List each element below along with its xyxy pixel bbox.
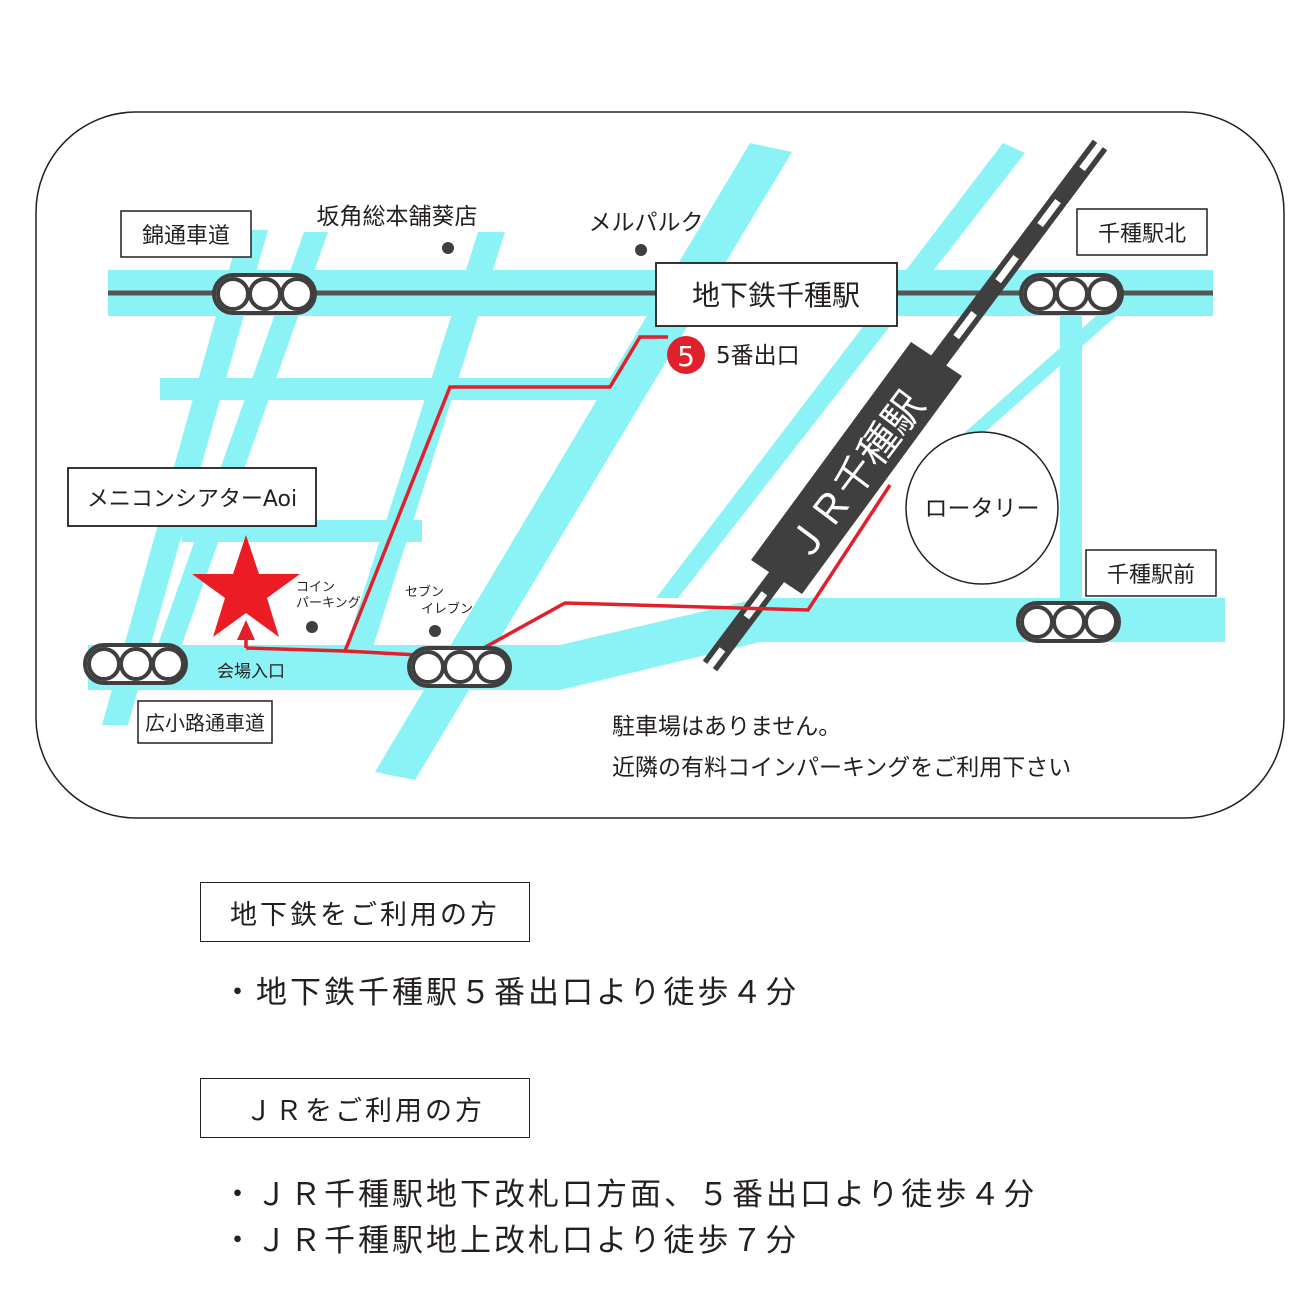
jr-access-heading: ＪＲをご利用の方 bbox=[200, 1078, 530, 1138]
road-diag-2 bbox=[156, 232, 328, 650]
venue-label: メニコンシアターAoi bbox=[87, 487, 297, 512]
subway-station-label: 地下鉄千種駅 bbox=[692, 279, 860, 312]
traffic-light bbox=[1019, 273, 1124, 315]
road-minor-1 bbox=[160, 378, 620, 400]
jr-access-line: ・ＪＲ千種駅地下改札口方面、５番出口より徒歩４分 bbox=[222, 1177, 1038, 1213]
intersection-label-box bbox=[1085, 549, 1217, 597]
venue-label-box bbox=[67, 467, 317, 527]
entrance-label: 会場入口 bbox=[217, 662, 285, 682]
exit-5-badge-number: 5 bbox=[677, 340, 695, 373]
rotary-label: ロータリー bbox=[925, 496, 1040, 522]
traffic-light bbox=[83, 643, 188, 685]
road-diag-6 bbox=[911, 270, 1168, 480]
landmark-melparque: メルパルク bbox=[589, 210, 704, 236]
subway-access-heading: 地下鉄をご利用の方 bbox=[200, 882, 530, 942]
landmark-seven-line2: イレブン bbox=[421, 601, 473, 617]
street-label-nishiki: 錦通車道 bbox=[142, 224, 230, 249]
exit-5-label: 5番出口 bbox=[716, 343, 800, 369]
entrance-arrow bbox=[237, 620, 255, 640]
parking-note-line2: 近隣の有料コインパーキングをご利用下さい bbox=[612, 755, 1071, 781]
landmark-dot bbox=[429, 625, 441, 637]
landmark-dot bbox=[442, 242, 454, 254]
intersection-label-box bbox=[1076, 208, 1208, 256]
jr-railway bbox=[702, 139, 1108, 672]
landmark-coin-parking-line2: パーキング bbox=[296, 596, 361, 611]
road-hirokoji bbox=[88, 598, 1225, 690]
road-diag-3 bbox=[345, 232, 505, 650]
exit-5-badge bbox=[667, 336, 705, 374]
landmark-seven-line1: セブン bbox=[405, 584, 444, 600]
subway-access-line: ・地下鉄千種駅５番出口より徒歩４分 bbox=[222, 975, 800, 1011]
landmark-sakatsuno: 坂角総本舗葵店 bbox=[317, 204, 478, 230]
street-label-hirokoji: 広小路通車道 bbox=[145, 711, 265, 735]
subway-station-box bbox=[655, 262, 898, 327]
access-map: 錦通車道 千種駅北 千種駅前 広小路通車道 地下鉄千種駅 メニコンシアターAoi… bbox=[35, 111, 1285, 819]
parking-note-line1: 駐車場はありません。 bbox=[612, 714, 841, 740]
traffic-light bbox=[212, 273, 317, 315]
road-diag-5 bbox=[656, 143, 1025, 598]
street-label-box bbox=[120, 210, 252, 258]
traffic-light bbox=[407, 646, 512, 688]
rotary-circle bbox=[905, 431, 1059, 585]
venue-star bbox=[192, 535, 300, 637]
landmark-dot bbox=[635, 244, 647, 256]
street-label-box bbox=[137, 700, 273, 744]
traffic-light bbox=[1016, 601, 1121, 643]
landmark-dot bbox=[306, 621, 318, 633]
intersection-label-chikusa-mae: 千種駅前 bbox=[1107, 563, 1195, 588]
intersection-label-chikusa-kita: 千種駅北 bbox=[1098, 222, 1186, 247]
jr-access-line: ・ＪＲ千種駅地上改札口より徒歩７分 bbox=[222, 1223, 800, 1259]
landmark-coin-parking-line1: コイン bbox=[296, 580, 335, 595]
jr-station-building bbox=[751, 342, 962, 594]
traffic-signals bbox=[83, 273, 1124, 688]
road-vert-east bbox=[1060, 316, 1082, 598]
